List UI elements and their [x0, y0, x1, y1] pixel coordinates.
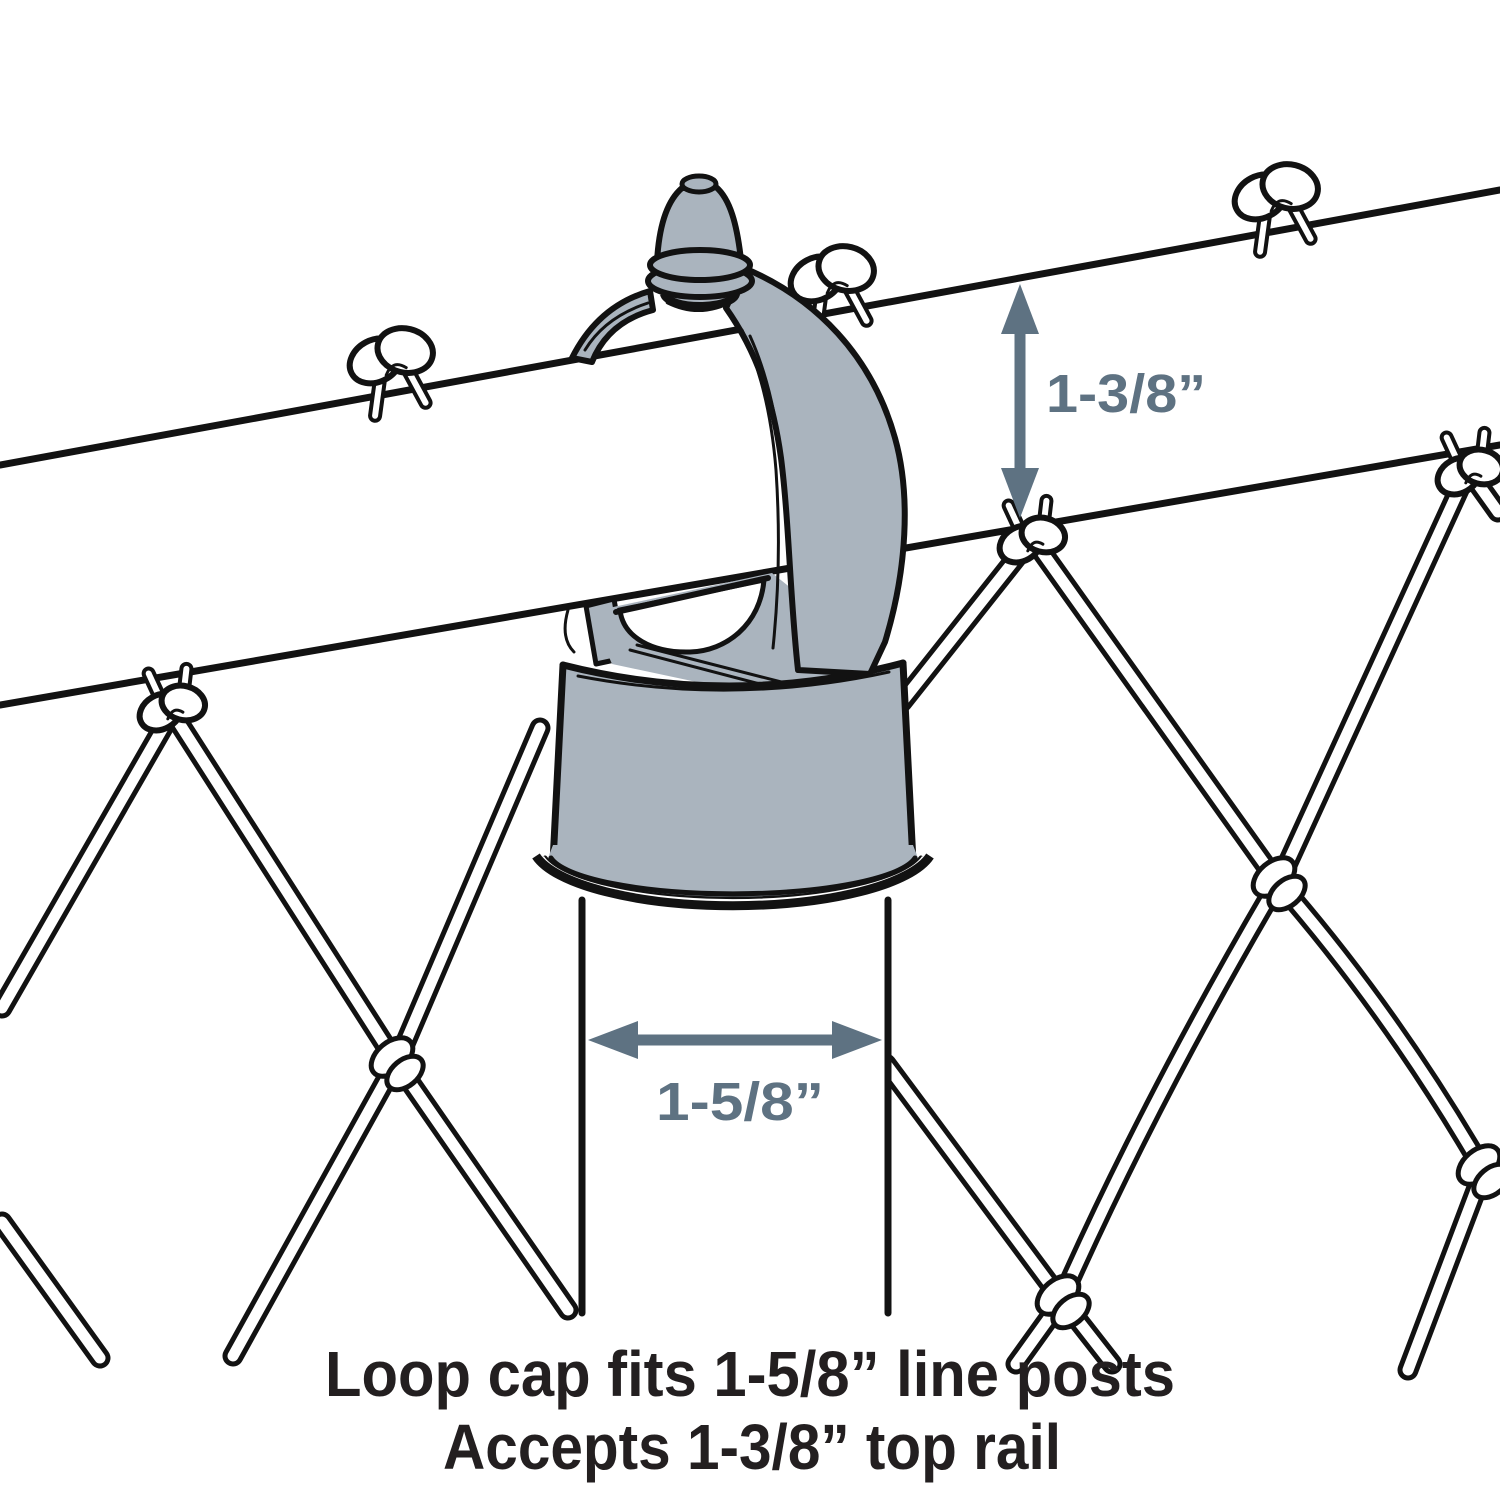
top-rail-body: [0, 190, 1500, 705]
top-rail-lower-edge: [0, 441, 1500, 709]
post-dim-arrowhead-right-icon: [832, 1021, 882, 1059]
rail-dim-arrowhead-up-icon: [1001, 284, 1039, 334]
post-diameter-label: 1-5/8”: [656, 1072, 824, 1132]
loop-cap: [532, 173, 934, 911]
finial-flange-upper: [647, 247, 753, 283]
rail-dim-arrowhead-down-icon: [1001, 468, 1039, 518]
caption: Loop cap fits 1-5/8” line posts Accepts …: [325, 1338, 1175, 1483]
finial-neck-base: [660, 291, 741, 311]
rail-diameter-label: 1-3/8”: [1046, 364, 1206, 424]
cap-bottom-rim: [532, 845, 934, 911]
loop-opening-hole: [617, 576, 767, 655]
loop-back-arc: [563, 608, 576, 654]
rail-diameter-dimension: 1-3/8”: [1001, 284, 1206, 518]
caption-line-1: Loop cap fits 1-5/8” line posts: [325, 1338, 1175, 1410]
rail-edge-through-loop: [613, 575, 771, 615]
loop-strap-ridge: [740, 328, 780, 650]
cap-body: [553, 663, 913, 862]
chain-link-mesh: [0, 150, 1500, 1381]
mesh-wires: [0, 459, 1500, 1381]
line-post: [578, 890, 892, 1317]
caption-line-2: Accepts 1-3/8” top rail: [443, 1411, 1061, 1483]
line-post-body: [585, 890, 885, 1313]
finial-tip: [679, 173, 719, 195]
post-dim-arrowhead-left-icon: [588, 1021, 638, 1059]
post-diameter-dimension: 1-5/8”: [588, 1021, 882, 1132]
